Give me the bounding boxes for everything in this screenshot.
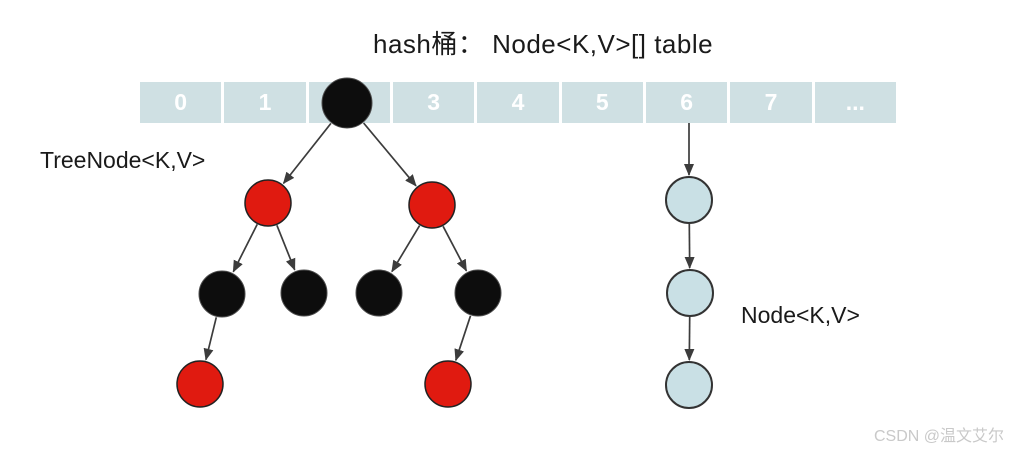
listnode-label: Node<K,V>: [741, 302, 860, 328]
tree-node-red: [408, 181, 456, 229]
list-node: [666, 269, 714, 317]
tree-node-red: [424, 360, 472, 408]
tree-node-black: [454, 269, 502, 317]
edge-arrow: [282, 122, 332, 185]
array-cell-3: 3: [392, 82, 475, 123]
tree-node-black: [355, 269, 403, 317]
array-cell-8: ...: [814, 82, 896, 123]
edge-arrow: [454, 315, 472, 362]
diagram-title: hash桶： Node<K,V>[] table: [373, 29, 714, 59]
array-cell-1: 1: [224, 82, 306, 123]
edge-arrow: [362, 122, 417, 187]
tree-node-red: [176, 360, 224, 408]
edge-arrow: [442, 225, 468, 272]
treenode-label: TreeNode<K,V>: [40, 147, 206, 173]
edge-arrow: [391, 225, 421, 273]
array-cell-5: 5: [561, 82, 643, 123]
list-node: [665, 361, 713, 409]
tree-node-black: [280, 269, 328, 317]
list-node: [665, 176, 713, 224]
tree-node-black: [198, 270, 246, 318]
array-cell-7: 7: [730, 82, 812, 123]
array-cell-4: 4: [477, 82, 559, 123]
edge-arrow: [203, 317, 218, 361]
array-cell-0: 0: [140, 82, 222, 123]
edge-arrow: [276, 224, 296, 271]
edge-arrow: [232, 224, 258, 273]
watermark: CSDN @温文艾尔: [873, 428, 1004, 445]
tree-node-red: [244, 179, 292, 227]
array-cell-2: [308, 82, 390, 123]
array-cell-6: 6: [645, 82, 728, 123]
